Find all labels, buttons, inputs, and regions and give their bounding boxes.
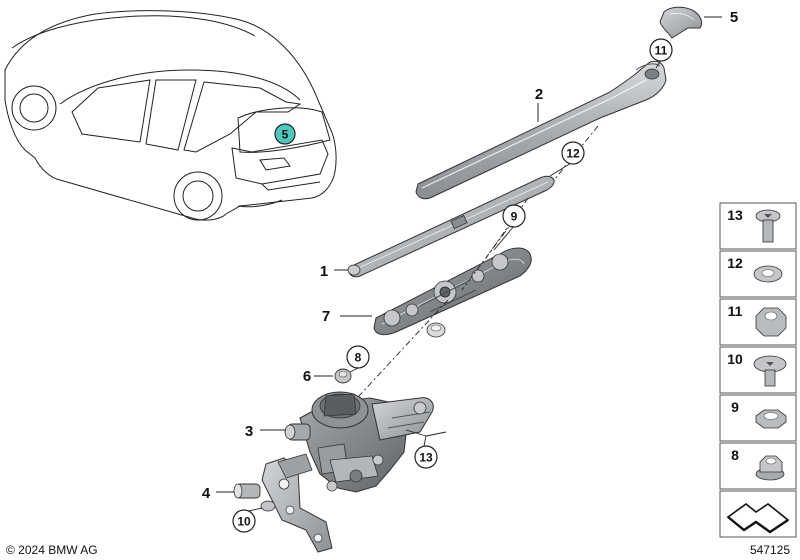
svg-text:8: 8 [731,447,739,463]
svg-text:11: 11 [728,303,743,319]
callout-8: 8 [355,351,362,365]
hex-nut-icon [755,307,787,337]
bracket-bushing[interactable] [233,483,261,499]
washer-icon [753,265,783,283]
grommet[interactable] [426,322,446,338]
circled-callout-10[interactable]: 10 [232,509,256,533]
circled-callout-9[interactable]: 9 [502,204,526,228]
svg-text:12: 12 [727,255,743,271]
wiper-blade[interactable] [347,175,555,278]
callout-3: 3 [245,423,253,440]
callout-13: 13 [419,451,433,465]
sidebar-item-9[interactable]: 9 [719,394,797,442]
circled-callout-8[interactable]: 8 [346,345,370,369]
callout-9: 9 [511,210,518,224]
car-marker-label: 5 [282,128,289,142]
wiper-arm-cap[interactable] [659,6,703,39]
svg-text:9: 9 [731,399,739,415]
bracket-screw[interactable] [260,500,276,512]
wiper-motor[interactable] [284,391,434,493]
torx-screw-icon [755,209,781,243]
sidebar-item-8[interactable]: 8 [719,442,797,490]
callout-11: 11 [655,44,668,58]
callout-5: 5 [730,9,738,26]
thin-nut-icon [755,409,787,429]
svg-text:13: 13 [727,207,743,223]
wiper-arm[interactable] [415,60,667,200]
sidebar-item-11[interactable]: 11 [719,298,797,346]
callout-1: 1 [320,263,328,280]
assembly-axes [345,125,599,411]
callout-4: 4 [202,485,211,502]
diagram-id: 547125 [750,543,790,557]
cap-nut[interactable] [334,368,352,384]
flange-nut-icon [755,455,785,481]
car-marker-5[interactable]: 5 [274,123,296,145]
svg-text:10: 10 [727,351,743,367]
copyright-label: © 2024 BMW AG [6,543,98,557]
callout-12: 12 [566,147,580,161]
assembly-symbol-icon [726,502,790,534]
circled-callout-11[interactable]: 11 [649,38,673,62]
circled-callout-13[interactable]: 13 [414,445,438,469]
sidebar-item-12[interactable]: 12 [719,250,797,298]
wiper-cover-plate[interactable] [373,247,532,336]
car-outline [4,10,337,221]
callout-7: 7 [322,308,330,325]
motor-bracket[interactable] [261,453,333,553]
sidebar-item-10[interactable]: 10 [719,346,797,394]
callout-10: 10 [237,515,251,529]
circled-callout-12[interactable]: 12 [561,141,585,165]
callout-6: 6 [303,368,311,385]
parts-sidebar: 13 12 11 10 [719,202,797,538]
flange-screw-icon [753,355,787,387]
callout-2: 2 [535,86,543,103]
sidebar-item-symbol [719,490,797,538]
sidebar-item-13[interactable]: 13 [719,202,797,250]
